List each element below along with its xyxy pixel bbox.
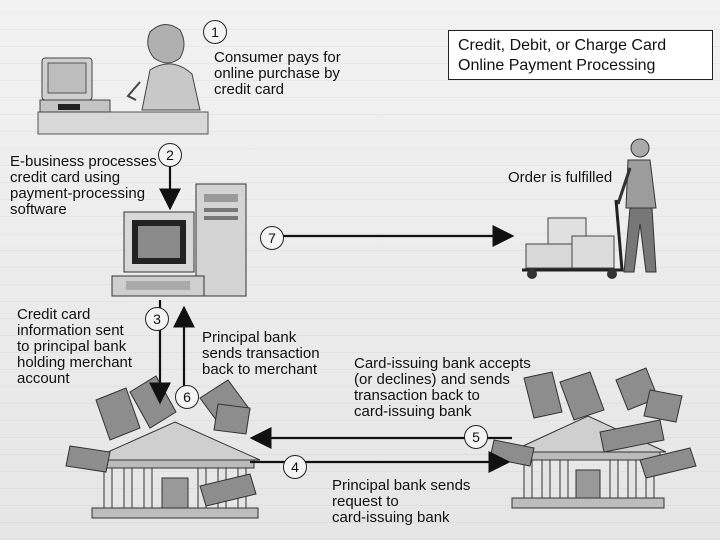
step-2-label: E-business processes credit card using p… xyxy=(10,153,157,218)
step-number-4: 4 xyxy=(283,455,307,479)
computer-workstation-icon xyxy=(111,183,247,297)
title-line-2: Online Payment Processing xyxy=(458,57,656,74)
principal-bank-icon xyxy=(65,375,261,519)
step-1-label: Consumer pays for online purchase by cre… xyxy=(214,49,341,98)
step-3-label: Credit card information sent to principa… xyxy=(17,306,133,387)
warehouse-worker-dolly-icon xyxy=(522,138,657,279)
card-issuing-bank-icon xyxy=(489,367,697,509)
title-line-1: Credit, Debit, or Charge Card xyxy=(458,37,667,54)
diagram-title-box: Credit, Debit, or Charge Card Online Pay… xyxy=(448,30,713,80)
step-5-label: Card-issuing bank accepts (or declines) … xyxy=(354,355,531,420)
step-number-3: 3 xyxy=(145,307,169,331)
step-number-7: 7 xyxy=(260,226,284,250)
step-number-5: 5 xyxy=(464,425,488,449)
step-number-2: 2 xyxy=(158,143,182,167)
step-number-6: 6 xyxy=(175,385,199,409)
consumer-at-terminal-icon xyxy=(37,24,209,135)
step-7-label: Order is fulfilled xyxy=(508,169,613,186)
step-4-label: Principal bank sends request to card-iss… xyxy=(332,477,471,526)
step-6-label: Principal bank sends transaction back to… xyxy=(202,329,320,378)
step-number-1: 1 xyxy=(203,20,227,44)
